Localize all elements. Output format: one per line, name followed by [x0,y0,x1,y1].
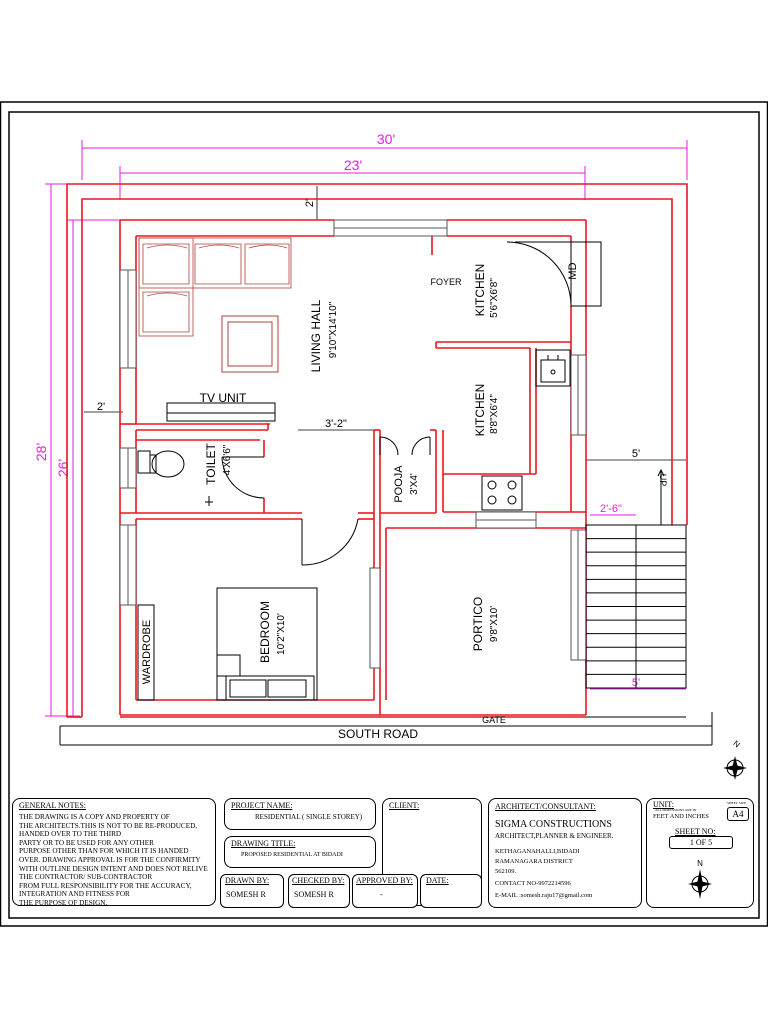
room-toilet-name: TOILET [204,442,218,484]
dim-side-setback: 2' [97,401,105,413]
sheet-size-label: SHEET SIZE [727,801,747,805]
sheet-size-value: A4 [727,807,749,821]
coffee-table [221,315,279,373]
approved-by-value: - [380,890,383,899]
sheet-no-value: 1 OF 5 [669,836,733,849]
drawing-title-value: PROPOSED RESIDENTIAL AT BIDADI [241,852,343,858]
approved-by-panel: APPROVED BY: - [352,874,418,908]
client-label: CLIENT: [389,801,420,810]
room-bedroom-name: BEDROOM [258,601,272,663]
room-pooja-name: POOJA [393,465,405,503]
room-kitchen-size: 8'8"X6'4" [489,394,500,434]
tv-unit-label: TV UNIT [200,391,247,405]
room-kitchen-top-size: 5'6"X6'8" [489,278,500,318]
unit-value: FEET AND INCHES [653,813,709,820]
drawing-title-label: DRAWING TITLE: [231,839,296,848]
checked-by-panel: CHECKED BY: SOMESH R [288,874,350,908]
address-line-2: RAMANAGARA DISTRICT [495,858,573,865]
drawn-by-label: DRAWN BY: [225,876,270,885]
wardrobe [137,604,155,701]
black-dimension-lines [84,186,686,461]
building-walls [119,219,587,716]
address-line-1: KETHAGANAHALLI,BIDADI [495,848,580,855]
main-door-label: MD [567,262,579,279]
room-living-hall-size: 9'10"X14'10" [328,301,339,358]
checked-by-label: CHECKED BY: [292,876,345,885]
general-notes-panel: GENERAL NOTES: THE DRAWING IS A COPY AND… [12,798,216,907]
date-label: DATE: [426,876,449,885]
foyer-label: FOYER [430,277,462,287]
kitchen-stove [481,475,523,511]
dim-front-setback: 2' [304,199,316,207]
room-portico-size: 9'8"X10' [489,606,500,642]
stair-up-label: UP [658,474,668,487]
firm-name: SIGMA CONSTRUCTIONS [495,819,612,830]
gate-label: GATE [482,715,506,725]
dim-passage: 3'-2" [325,418,347,430]
staircase [585,468,687,689]
road-label: SOUTH ROAD [338,727,418,741]
sofa-set [138,237,292,337]
dim-inner-depth: 26' [55,459,71,477]
dim-inner-width: 23' [344,157,362,173]
road [59,712,713,746]
email-address: E-MAIL :somesh.raju17@gmail.com [495,892,593,899]
architect-label: ARCHITECT/CONSULTANT: [495,802,596,811]
room-toilet-size: 4'X6'6" [222,444,233,475]
firm-tagline: ARCHITECT,PLANNER & ENGINEER. [495,832,614,840]
approved-by-label: APPROVED BY: [356,876,413,885]
project-name-panel: PROJECT NAME: RESIDENTIAL ( SINGLE STORE… [224,798,376,830]
north-letter: N [732,739,742,750]
architect-panel: ARCHITECT/CONSULTANT: SIGMA CONSTRUCTION… [488,798,642,908]
checked-by-value: SOMESH R [294,890,334,899]
dim-stair-width: 2'-6" [600,503,622,515]
title-block-north-arrow-icon: N [688,859,712,899]
dim-overall-depth: 28' [33,443,49,461]
unit-sheet-panel: UNIT: ALL DIMENSIONS ARE IN FEET AND INC… [646,798,754,908]
general-notes-text: THE DRAWING IS A COPY AND PROPERTY OF TH… [19,813,208,907]
date-panel: DATE: [420,874,482,908]
room-bedroom-size: 10'2"X10' [276,613,287,655]
compound-wall [66,183,688,718]
kitchen-sink [535,349,571,387]
bed [216,587,318,701]
general-notes-label: GENERAL NOTES: [19,801,87,810]
address-line-3: 562109. [495,868,517,875]
drawn-by-value: SOMESH R [226,890,266,899]
dimension-lines [45,140,688,717]
project-name-value: RESIDENTIAL ( SINGLE STOREY) [255,813,363,821]
dim-overall-width: 30' [377,131,395,147]
project-name-label: PROJECT NAME: [231,801,293,810]
tv-unit [166,402,276,422]
dim-stair-setback-top: 5' [632,448,640,460]
drawn-by-panel: DRAWN BY: SOMESH R [220,874,284,908]
north-arrow-icon: N [723,739,747,780]
wardrobe-label: WARDROBE [141,620,153,684]
unit-note: ALL DIMENSIONS ARE IN [655,808,697,812]
room-kitchen-name: KITCHEN [473,384,487,437]
doors [221,241,602,566]
sheet-no-label: SHEET NO: [675,827,716,836]
toilet-fixtures [137,450,213,506]
title-block-north-letter: N [697,859,703,868]
drawing-title-panel: DRAWING TITLE: PROPOSED RESIDENTIAL AT B… [224,836,376,868]
sheet-border-inner [8,111,760,919]
room-kitchen-top-name: KITCHEN [473,264,487,317]
contact-number: CONTACT NO-9972214596 [495,880,571,887]
windows [119,219,587,669]
room-living-hall-name: LIVING HALL [309,299,323,372]
unit-label: UNIT: [653,800,674,809]
room-pooja-size: 3'X4' [409,473,420,495]
room-portico-name: PORTICO [471,597,485,651]
